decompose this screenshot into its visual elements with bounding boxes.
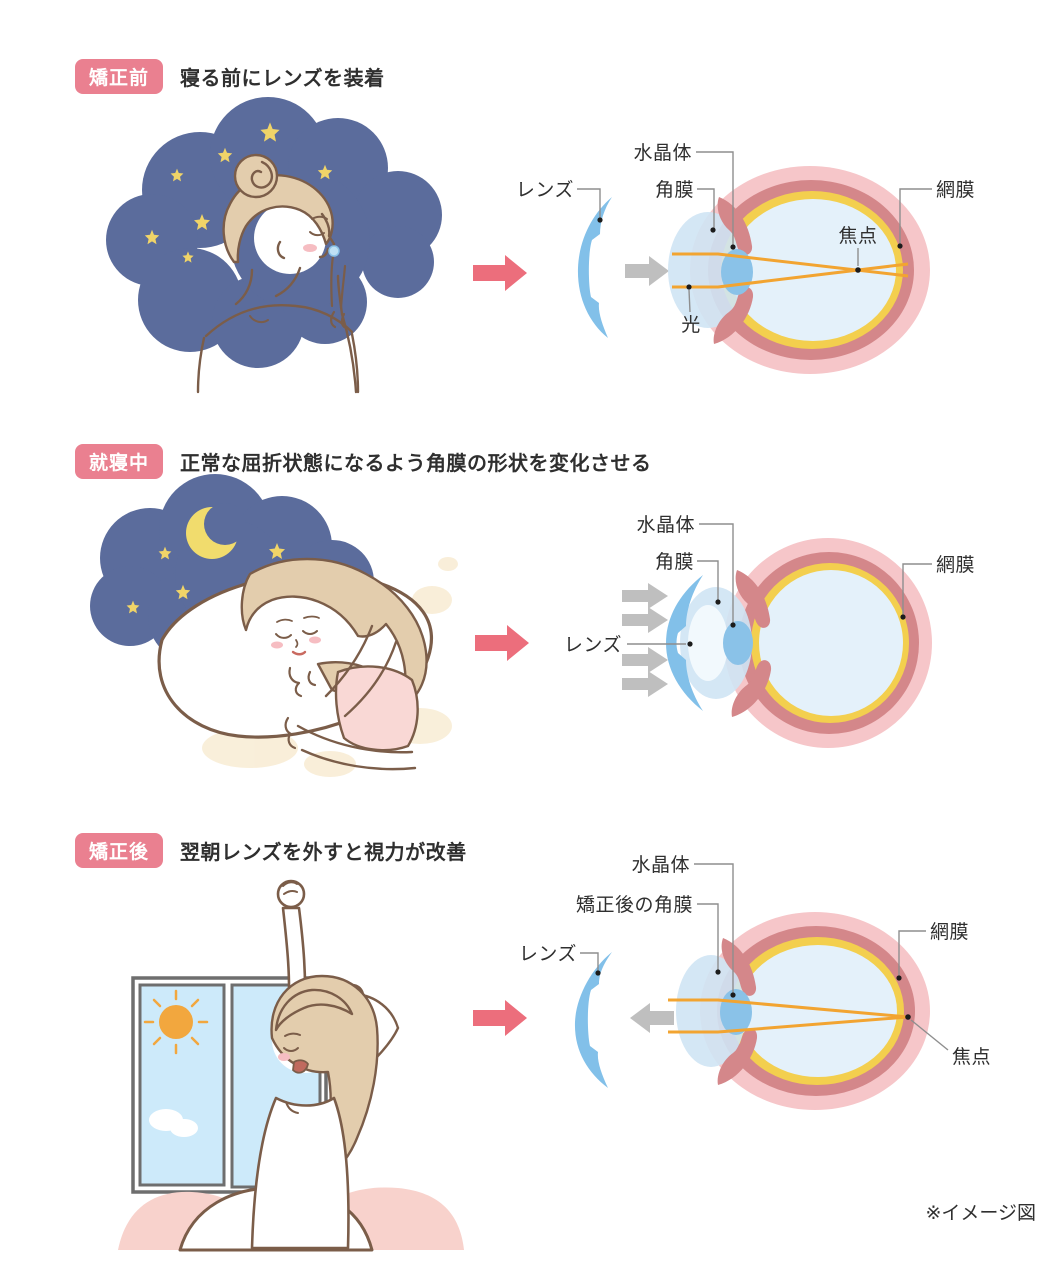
closed-eyes [275,630,318,639]
eyeball [666,538,932,748]
pink-arrow-icon [473,255,527,291]
image-disclaimer-note: ※イメージ図 [925,1202,1036,1224]
torso [250,1096,350,1250]
label-light: 光 [681,314,701,336]
label-cornea: 角膜 [655,179,694,201]
light-rays [668,998,911,1034]
label-cornea: 角膜 [655,551,694,573]
crystalline-lens [720,989,752,1035]
smiling-mouth [292,1059,309,1074]
label-focal-point: 焦点 [952,1046,991,1068]
focal-point-dot [855,267,861,273]
step-title-after: 翌朝レンズを外すと視力が改善 [180,839,467,864]
label-lens: レンズ [564,634,622,656]
ortho-k-lens-shape [577,197,612,338]
raised-fist [276,879,306,909]
closed-eye-line [309,231,325,237]
step-badge-before: 矯正前 [75,58,163,94]
focal-point-dot [905,1014,911,1020]
eye-diagram-after: 水晶体 矯正後の角膜 レンズ 網膜 焦点 [473,854,991,1110]
contact-lens-on-finger [328,245,340,257]
eye-diagram-during: 水晶体 角膜 網膜 レンズ [475,514,975,748]
label-crystalline-lens: 水晶体 [636,514,695,536]
eyeball [668,166,930,374]
woman-inserting-lens [196,153,360,394]
crystalline-lens [723,621,753,665]
diagram-labels: 水晶体 矯正後の角膜 レンズ 網膜 焦点 [519,854,991,1068]
step-badge-during: 就寝中 [75,443,163,479]
eye-diagram-before: 水晶体 角膜 レンズ 網膜 焦点 光 [473,142,975,374]
stretching-woman [250,879,400,1250]
step-title-before: 寝る前にレンズを装着 [180,65,385,90]
section-header-after: 矯正後 翌朝レンズを外すと視力が改善 [75,832,467,868]
illustration-inserting-lens-night [106,97,442,394]
step-title-during: 正常な屈折状態になるよう角膜の形状を変化させる [180,450,652,475]
label-retina: 網膜 [936,179,975,201]
step-badge-after: 矯正後 [75,832,163,868]
section-header-during: 就寝中 正常な屈折状態になるよう角膜の形状を変化させる [75,443,652,479]
illustration-sleeping [90,474,458,777]
sleeping-woman [240,557,428,771]
section-header-before: 矯正前 寝る前にレンズを装着 [75,58,385,94]
label-retina: 網膜 [936,554,975,576]
label-focal-point: 焦点 [838,225,877,247]
warm-glow [202,557,458,777]
sun-icon [143,989,209,1055]
gray-arrow-left-icon [630,1003,674,1033]
pink-arrow-icon [473,1000,527,1036]
ortho-k-lens-on-eye [666,575,703,711]
label-lens: レンズ [519,943,577,965]
label-crystalline-lens: 水晶体 [633,142,692,164]
mouth [291,650,307,656]
hair-bun [233,153,279,199]
illustration-waking-up [118,879,464,1252]
label-corrected-cornea: 矯正後の角膜 [576,894,693,916]
diagram-labels: 水晶体 角膜 レンズ 網膜 焦点 光 [516,142,975,336]
pink-camisole [334,665,419,752]
pink-arrow-icon [475,625,529,661]
cloud-icon [149,1109,198,1137]
cornea-corrected [676,955,746,1067]
label-crystalline-lens: 水晶体 [631,854,690,876]
closed-eye [283,1032,301,1052]
eyeball [676,912,930,1110]
label-retina: 網膜 [930,921,969,943]
label-lens: レンズ [516,179,574,201]
gray-arrow-icon [625,256,669,286]
ortho-k-lens-shape [574,952,612,1088]
pressure-arrows-icon [622,583,668,697]
diagram-labels: 水晶体 角膜 網膜 レンズ [564,514,975,656]
crescent-moon-icon [186,503,246,559]
cornea-bulge [668,212,748,328]
